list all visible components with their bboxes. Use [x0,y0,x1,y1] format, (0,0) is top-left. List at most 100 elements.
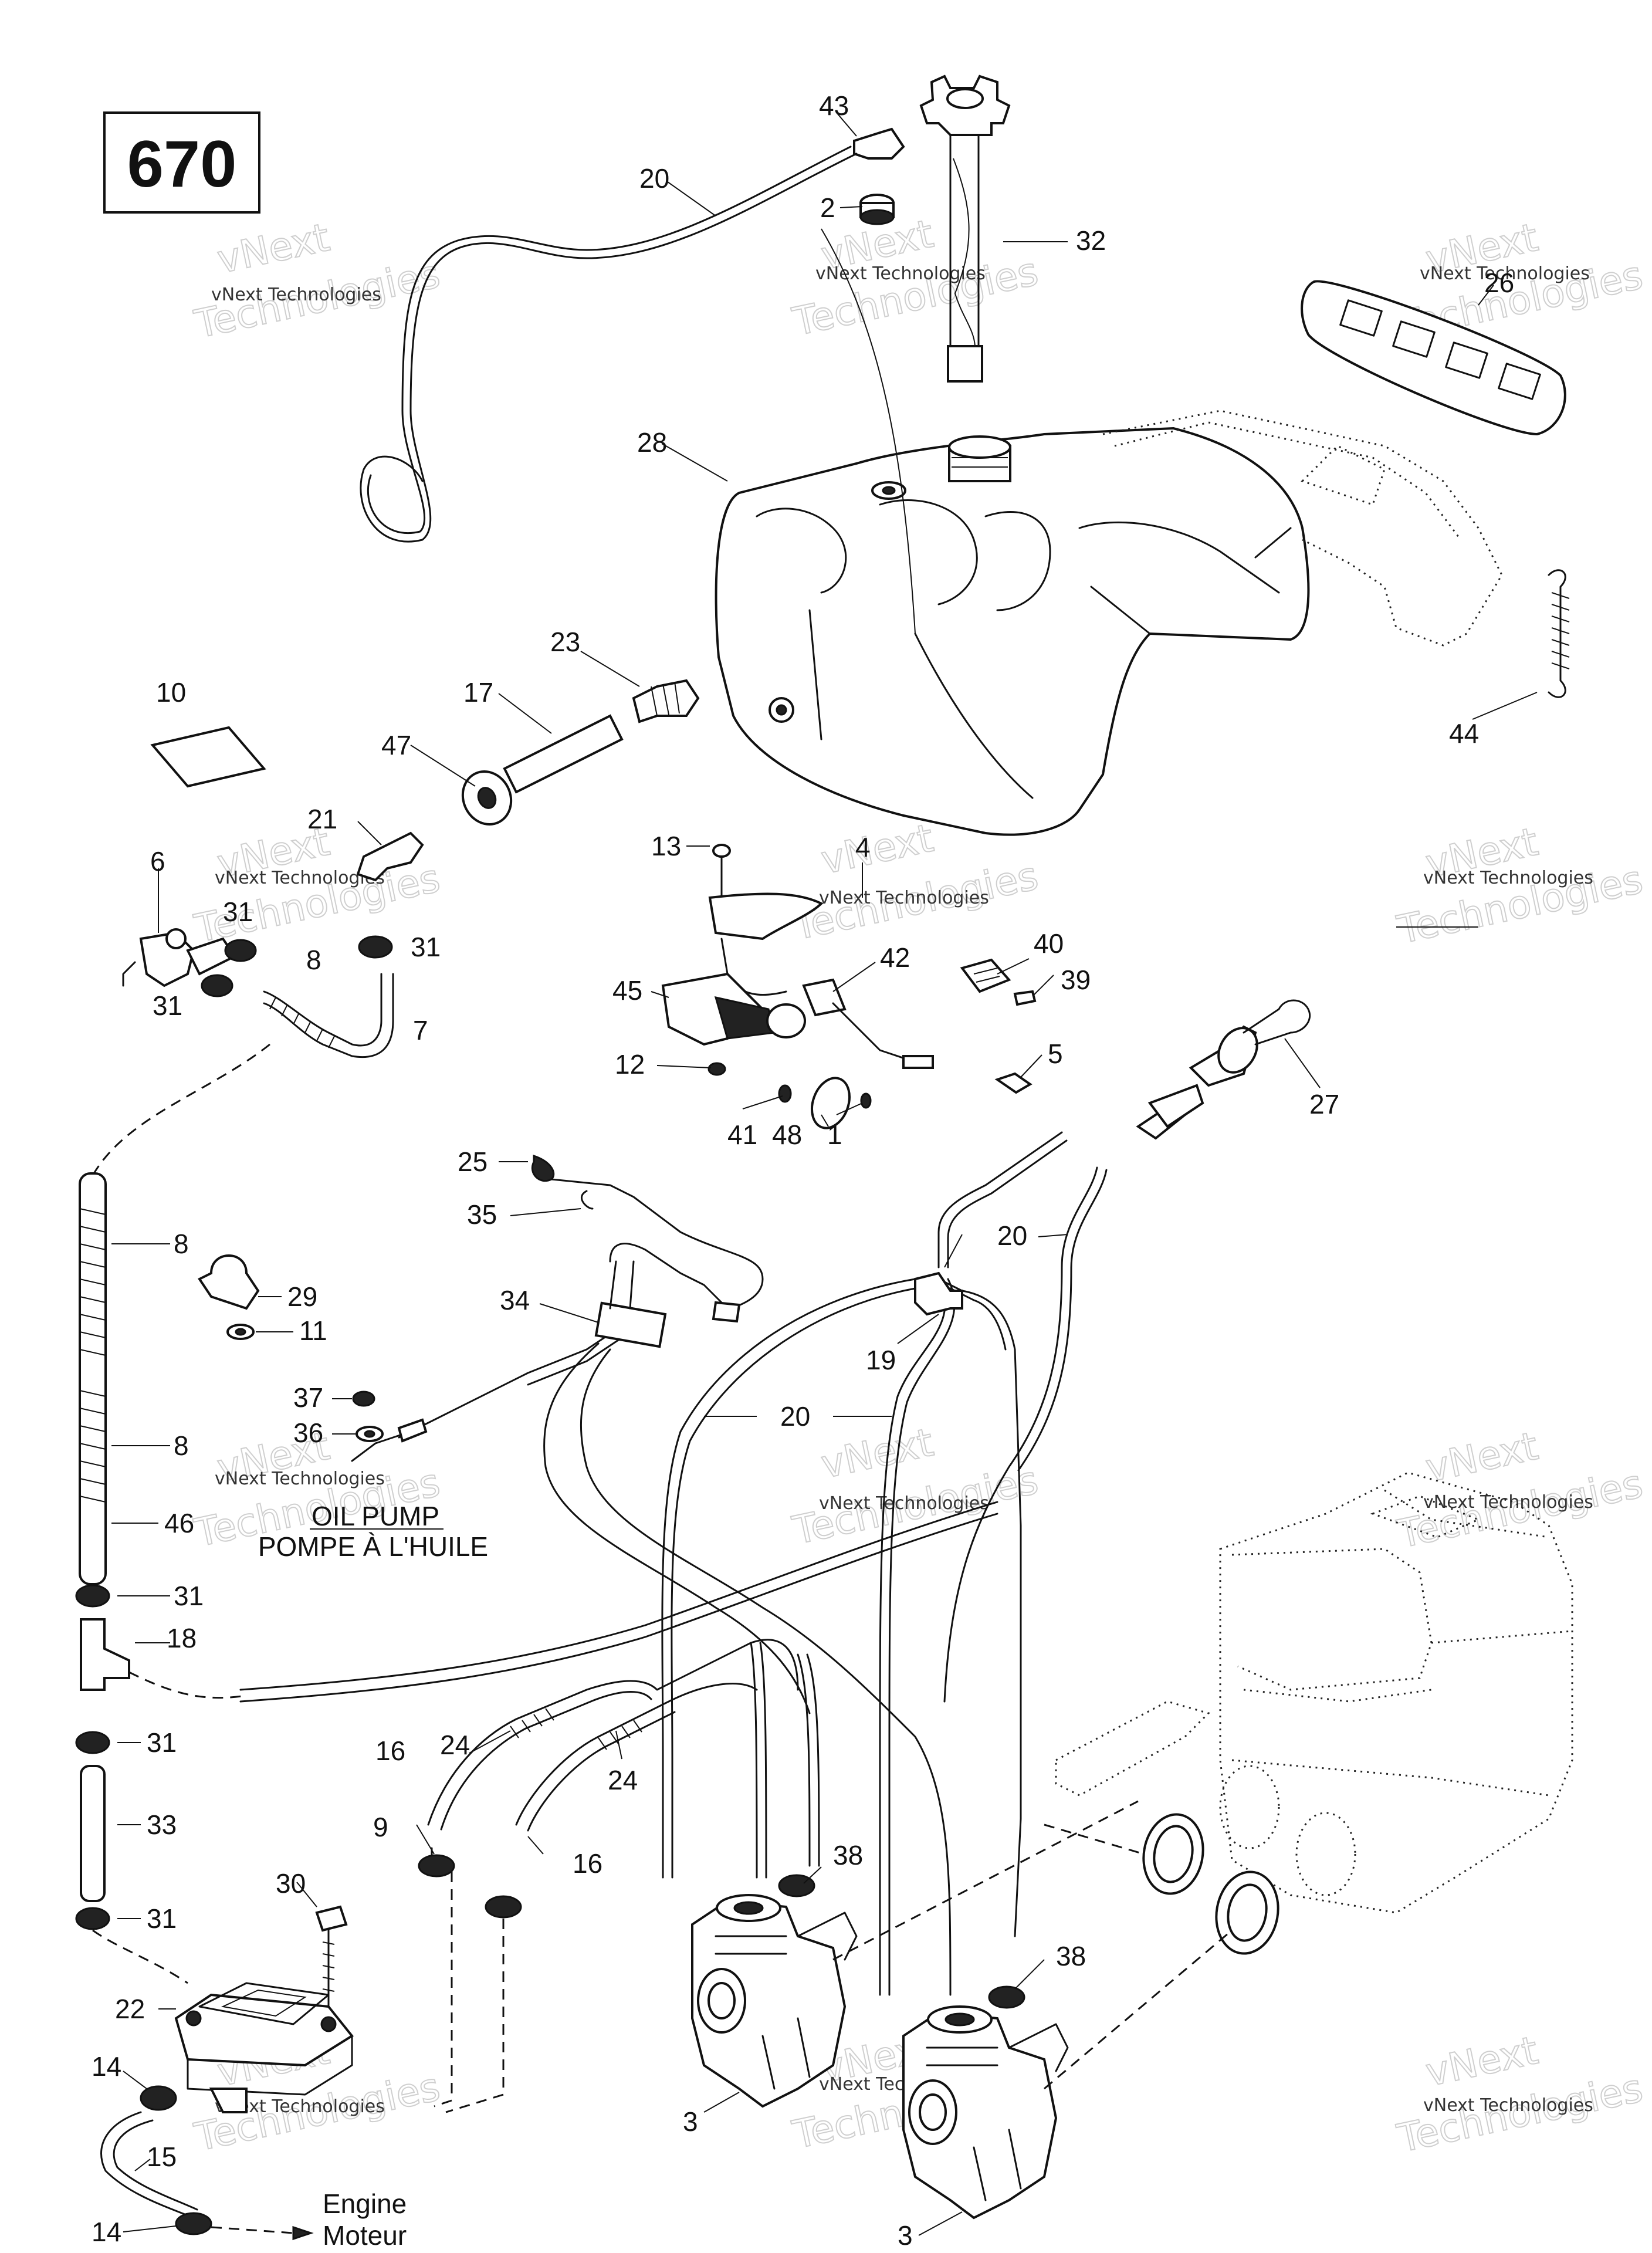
watermark-company: vNext Technologies [1423,868,1593,888]
routing-line [128,1671,247,1699]
routing-line [93,1043,270,1174]
callout-37: 37 [293,1382,323,1413]
callout-8: 8 [174,1430,189,1461]
callout-8: 8 [174,1229,189,1259]
outlet-hose [503,714,624,794]
callout-34: 34 [500,1285,530,1315]
callout-42: 42 [880,942,910,973]
small-washer [356,1426,384,1442]
callout-24: 24 [608,1765,638,1795]
oil-level-gauge [919,75,1011,383]
oil-pump-label-en: OIL PUMP [312,1501,439,1531]
watermark-lower-right: vNext Technologies [1393,1423,1647,1558]
callout-23: 23 [550,627,580,657]
outlet-grommet [461,770,513,826]
callout-20: 20 [639,163,669,194]
line-clip [198,1254,260,1310]
callout-39: 39 [1061,965,1091,995]
tank-outlet-fitting [632,679,700,723]
callout-2: 2 [820,192,835,223]
tank-mounting-bracket [1102,410,1503,647]
callout-45: 45 [612,975,642,1006]
callout-20: 20 [997,1220,1027,1251]
callout-38: 38 [1056,1941,1086,1971]
vent-hose-top [360,146,916,634]
callout-14: 14 [92,2217,121,2247]
callout-18: 18 [167,1623,197,1653]
elbow-fitting [356,831,424,882]
watermark-company: vNext Technologies [1420,263,1590,284]
watermark-brand: vNext [214,215,334,282]
vent-elbow-fitting [853,127,905,160]
oil-tank [715,427,1310,836]
watermark-top-left: vNext Technologies [190,214,445,348]
vent-hose-lower [661,1131,1108,1996]
callout-26: 26 [1484,268,1514,298]
watermark-company: vNext Technologies [215,868,385,888]
callout-8: 8 [306,945,321,975]
callout-33: 33 [147,1809,177,1840]
callout-31: 31 [147,1903,177,1934]
callout-44: 44 [1449,718,1479,749]
main-oil-line [79,1172,107,1585]
watermark-company: vNext Technologies [215,1469,385,1489]
callout-16: 16 [375,1736,405,1766]
main-line-clamps [75,1584,130,1930]
watermark-company: vNext Technologies [1423,2095,1593,2116]
callout-43: 43 [819,90,849,121]
oil-pump-cable [351,1154,764,1462]
callout-36: 36 [293,1418,323,1448]
hose-clamp [201,935,393,997]
oil-level-switch-bracket [708,844,824,996]
callout-24: 24 [440,1730,470,1760]
callout-13: 13 [651,831,681,861]
callout-3: 3 [898,2220,913,2251]
callout-41: 41 [727,1119,757,1150]
callout-47: 47 [381,730,411,760]
sensor-connector [802,978,934,1069]
shutoff-valve [122,928,236,987]
callout-6: 6 [150,846,165,877]
callout-17: 17 [463,677,493,708]
callout-38: 38 [833,1840,863,1870]
callout-16: 16 [573,1848,602,1879]
sensor-clips [707,1062,872,1129]
callout-48: 48 [772,1119,802,1150]
callouts: 43 2 20 32 26 28 44 23 17 10 47 21 6 31 … [92,90,1514,2251]
watermark-brand: vNext [1422,1423,1542,1491]
watermark-company: vNext Technologies [211,285,381,305]
routing-line [445,1919,505,2113]
page-number: 670 [127,127,237,201]
small-clip [352,1391,375,1407]
callout-28: 28 [637,427,667,458]
callout-22: 22 [115,1994,145,2024]
choke-knob [1136,999,1311,1140]
tank-strap [1301,280,1566,436]
engine-label-fr: Moteur [323,2220,407,2251]
vent-grommet [859,194,895,225]
callout-31: 31 [223,897,253,927]
warning-decal [150,726,266,788]
carb-hose-clamps [418,1854,1025,2009]
watermark-company: vNext Technologies [1423,1492,1593,1513]
callout-9: 9 [373,1812,388,1842]
engine-label: Engine Moteur [323,2188,407,2251]
watermark-company: vNext Technologies [815,263,986,284]
harness-connector [960,958,1011,993]
airbox-bracket [1055,1700,1210,1797]
pump-inlet-hose [100,2085,314,2241]
callout-40: 40 [1034,928,1064,959]
watermark-bottom-right: vNext Technologies [1393,2027,1647,2162]
callout-10: 10 [156,677,186,708]
callout-4: 4 [855,832,871,862]
callout-15: 15 [147,2142,177,2172]
callout-7: 7 [413,1015,428,1046]
connector-terminal [994,990,1037,1094]
callout-31: 31 [147,1727,177,1758]
callout-3: 3 [683,2106,698,2137]
routing-line [434,1872,453,2107]
callout-32: 32 [1076,225,1106,256]
clip-washer [226,1324,255,1340]
watermark-company: vNext Technologies [819,1493,989,1514]
carb-oil-hoses [427,1639,799,1867]
